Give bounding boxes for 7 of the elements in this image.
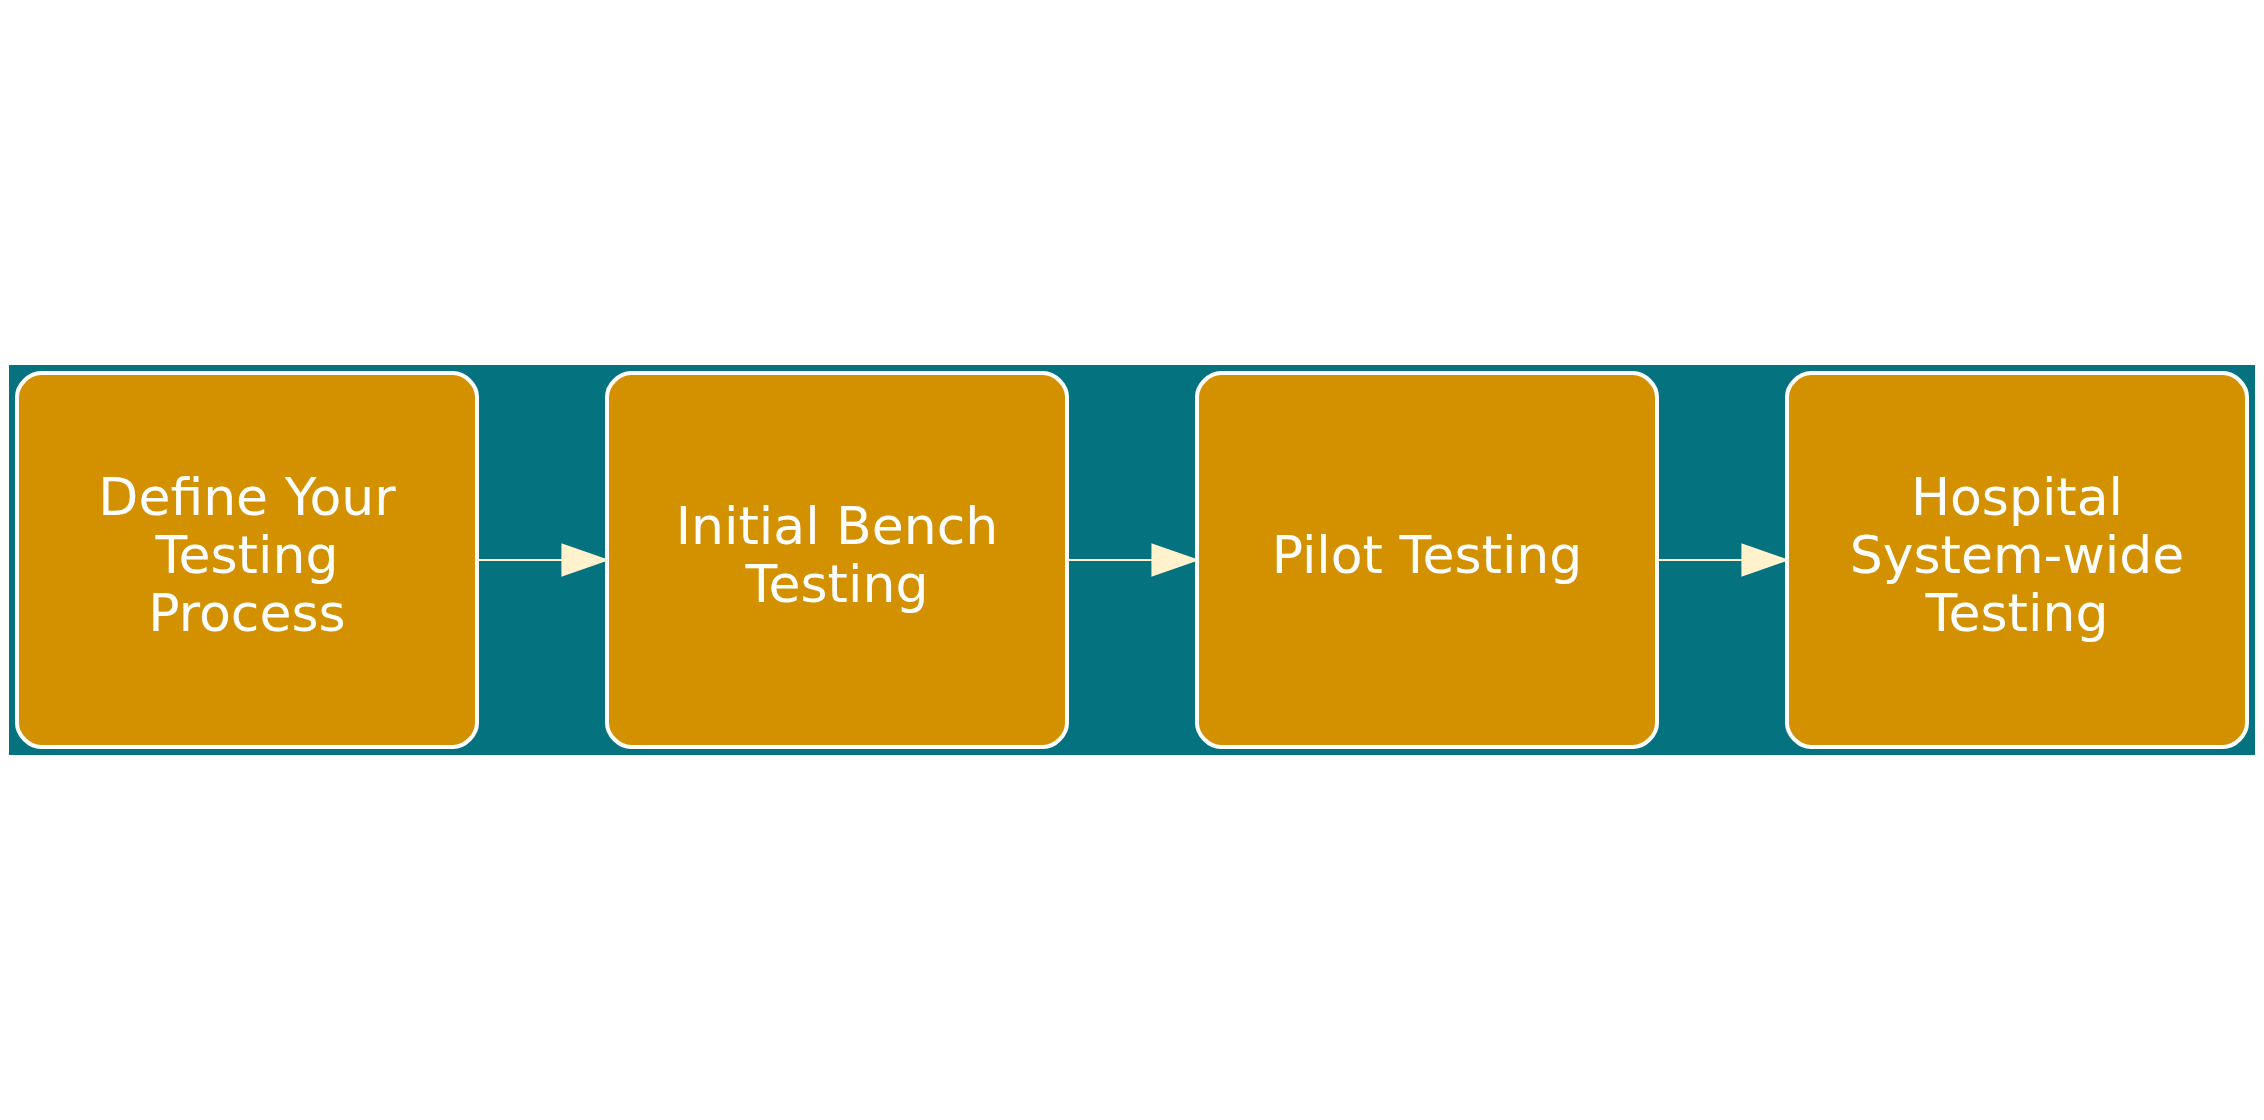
node-box: Pilot Testing <box>1195 371 1659 749</box>
node-box: Define Your Testing Process <box>15 371 479 749</box>
node-box: Initial Bench Testing <box>605 371 1069 749</box>
arrow <box>1656 543 1790 577</box>
node-box: Hospital System-wide Testing <box>1785 371 2249 749</box>
arrow <box>1066 543 1200 577</box>
arrow <box>476 543 610 577</box>
